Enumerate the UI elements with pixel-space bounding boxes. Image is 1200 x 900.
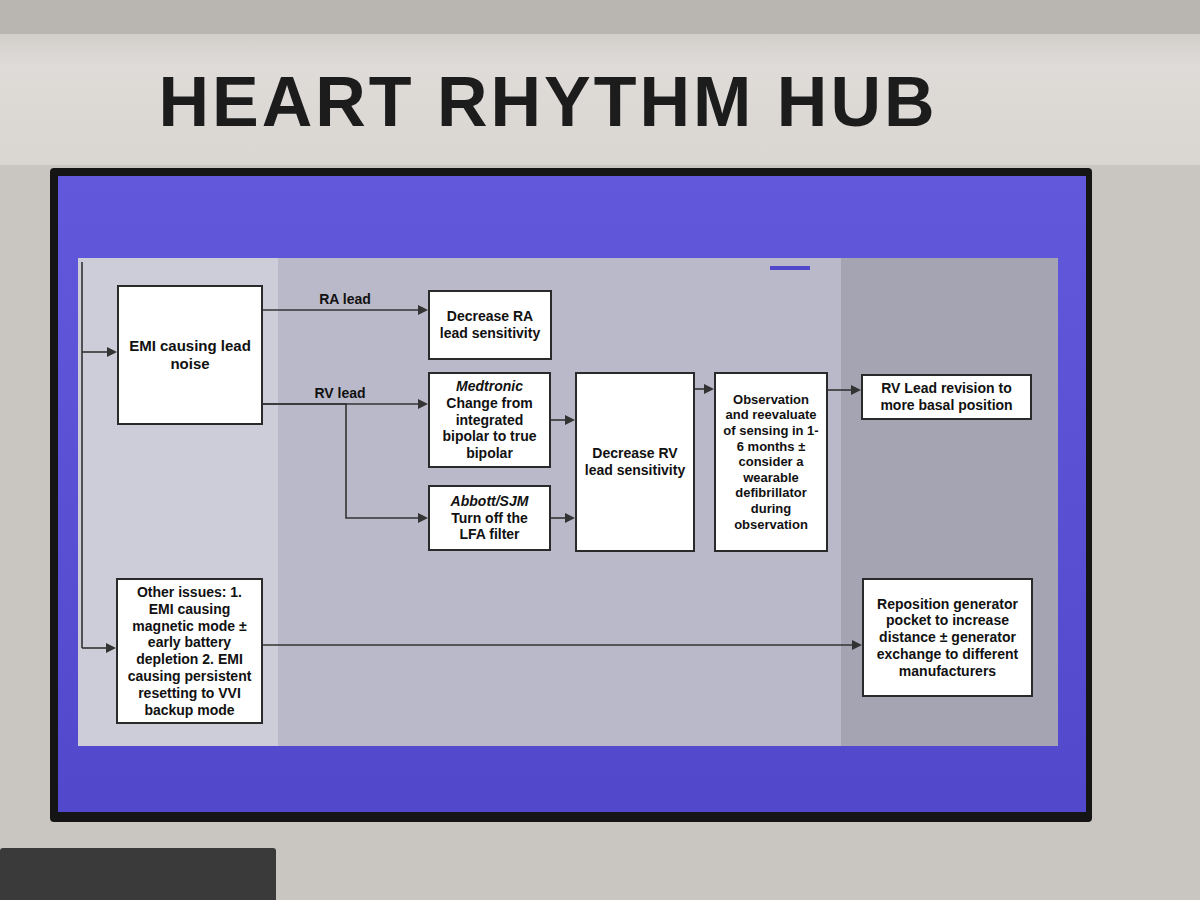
arrow-head xyxy=(704,384,714,394)
process-box: Decrease RA lead sensitivity xyxy=(428,290,552,360)
connector-arrow xyxy=(263,404,428,523)
booth-title: HEART RHYTHM HUB xyxy=(0,62,1096,142)
box-text: RV Lead revision to more basal position xyxy=(869,380,1024,414)
box-text: Turn off the LFA filter xyxy=(436,510,543,544)
process-box: Other issues: 1. EMI causing magnetic mo… xyxy=(116,578,263,724)
ceiling-band xyxy=(0,0,1200,34)
connector-arrow xyxy=(263,640,862,650)
connector-line xyxy=(263,309,420,311)
leader-line xyxy=(82,351,108,353)
arrow-head xyxy=(565,513,575,523)
slide-top-tab xyxy=(770,266,810,270)
edge-label: RV lead xyxy=(314,385,365,401)
box-text: Abbott/SJM xyxy=(451,493,529,510)
process-box: MedtronicChange from integrated bipolar … xyxy=(428,372,551,468)
connector-line xyxy=(551,419,567,421)
box-text: Observation and reevaluate of sensing in… xyxy=(722,392,820,532)
arrow-head xyxy=(106,643,116,653)
process-box: Reposition generator pocket to increase … xyxy=(862,578,1033,697)
process-box: RV Lead revision to more basal position xyxy=(861,374,1032,420)
connector-line xyxy=(263,404,420,518)
box-text: Medtronic xyxy=(456,378,523,395)
connector-arrow xyxy=(695,384,714,394)
box-text: Reposition generator pocket to increase … xyxy=(870,596,1025,680)
box-text: EMI causing lead noise xyxy=(125,337,255,373)
process-box: EMI causing lead noise xyxy=(117,285,263,425)
incoming-leader xyxy=(82,262,108,648)
box-text: Decrease RA lead sensitivity xyxy=(436,308,544,342)
connector-line xyxy=(263,644,854,646)
connector-arrow xyxy=(551,513,575,523)
leader-line xyxy=(82,647,107,649)
box-text: Other issues: 1. EMI causing magnetic mo… xyxy=(124,584,255,718)
monitor-corner xyxy=(0,848,276,900)
arrow-head xyxy=(418,513,428,523)
arrow-head xyxy=(418,305,428,315)
arrow-head xyxy=(565,415,575,425)
arrow-head xyxy=(418,399,428,409)
connector-arrow xyxy=(828,385,861,395)
arrow-head xyxy=(107,347,117,357)
connector-line xyxy=(828,389,853,391)
arrow-head xyxy=(851,385,861,395)
arrow-head xyxy=(852,640,862,650)
box-text: Decrease RV lead sensitivity xyxy=(583,445,687,479)
process-box: Observation and reevaluate of sensing in… xyxy=(714,372,828,552)
box-text: Change from integrated bipolar to true b… xyxy=(436,395,543,462)
leader-line xyxy=(81,262,83,648)
edge-label: RA lead xyxy=(319,291,371,307)
process-box: Decrease RV lead sensitivity xyxy=(575,372,695,552)
process-box: Abbott/SJMTurn off the LFA filter xyxy=(428,485,551,551)
connector-arrow xyxy=(551,415,575,425)
connector-line xyxy=(551,517,567,519)
